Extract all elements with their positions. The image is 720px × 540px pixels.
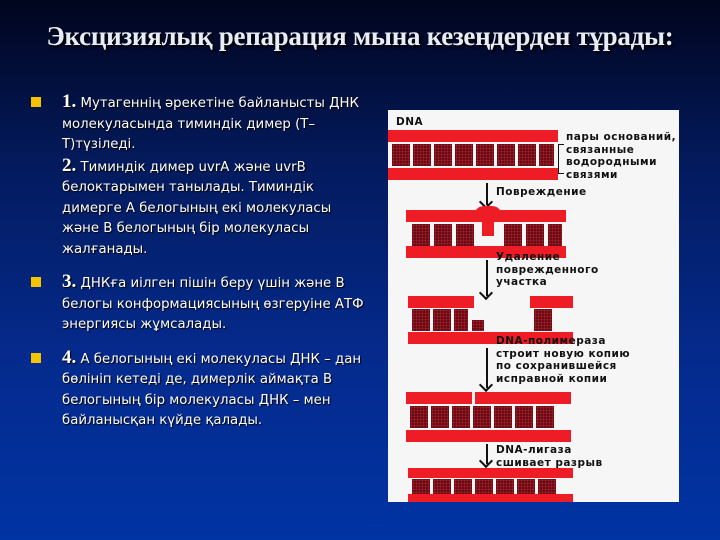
step-number: 4.: [62, 346, 77, 368]
arrow-down-icon: [486, 260, 488, 296]
step-number: 3.: [62, 271, 77, 292]
bullet-list: 1. Мутагеннің әрекетіне байланысты ДНК м…: [30, 91, 370, 440]
dna-repaired: [408, 468, 573, 502]
dna-intact: [388, 130, 558, 180]
arrow-down-icon: [486, 183, 488, 205]
square-bullet-icon: [31, 97, 41, 107]
step-3: 3. ДНКға иілген пішін беру үшін және В б…: [62, 271, 370, 336]
step-number: 1.: [62, 91, 77, 112]
polymerase-label: DNA-полимераза строит новую копию по сох…: [496, 335, 631, 385]
step-1: 1. Мутагеннің әрекетіне байланысты ДНК м…: [62, 91, 370, 156]
slide-title: Эксцизиялық репарация мына кезеңдерден т…: [46, 21, 674, 51]
ligase-label: DNA-лигаза сшивает разрыв: [496, 444, 603, 469]
square-bullet-icon: [31, 277, 41, 287]
dna-damaged: [406, 206, 566, 258]
step-text: ДНКға иілген пішін беру үшін және В бело…: [62, 276, 364, 332]
dna-repair-diagram: DNA пары оснований, связанные водородным…: [388, 110, 679, 502]
step-2: 2. Тиминдік димер uvrA және uvrB белокта…: [62, 154, 370, 261]
step-text: Мутагеннің әрекетіне байланысты ДНК моле…: [62, 96, 359, 152]
base-pairs-label: пары оснований, связанные водородными св…: [566, 131, 677, 181]
step-text: Тиминдік димер uvrA және uvrB белоктарым…: [62, 159, 332, 257]
dna-excised: [408, 296, 573, 344]
bullet-item-2: 3. ДНКға иілген пішін беру үшін және В б…: [30, 271, 370, 336]
dna-label: DNA: [396, 116, 424, 128]
removal-label: Удаление поврежденного участка: [496, 251, 599, 288]
bracket: [558, 144, 564, 174]
dna-resynthesized: [406, 392, 571, 442]
step-4: 4. А белогының екі молекуласы ДНК – дан …: [62, 346, 370, 432]
bullet-item-3: 4. А белогының екі молекуласы ДНК – дан …: [30, 346, 370, 432]
arrow-down-icon: [486, 348, 488, 388]
bullet-item-1: 1. Мутагеннің әрекетіне байланысты ДНК м…: [30, 91, 370, 261]
arrow-down-icon: [486, 444, 488, 464]
step-number: 2.: [62, 154, 77, 176]
square-bullet-icon: [31, 352, 41, 363]
step-text: А белогының екі молекуласы ДНК – дан бөл…: [62, 351, 362, 429]
damage-label: Повреждение: [496, 186, 587, 198]
